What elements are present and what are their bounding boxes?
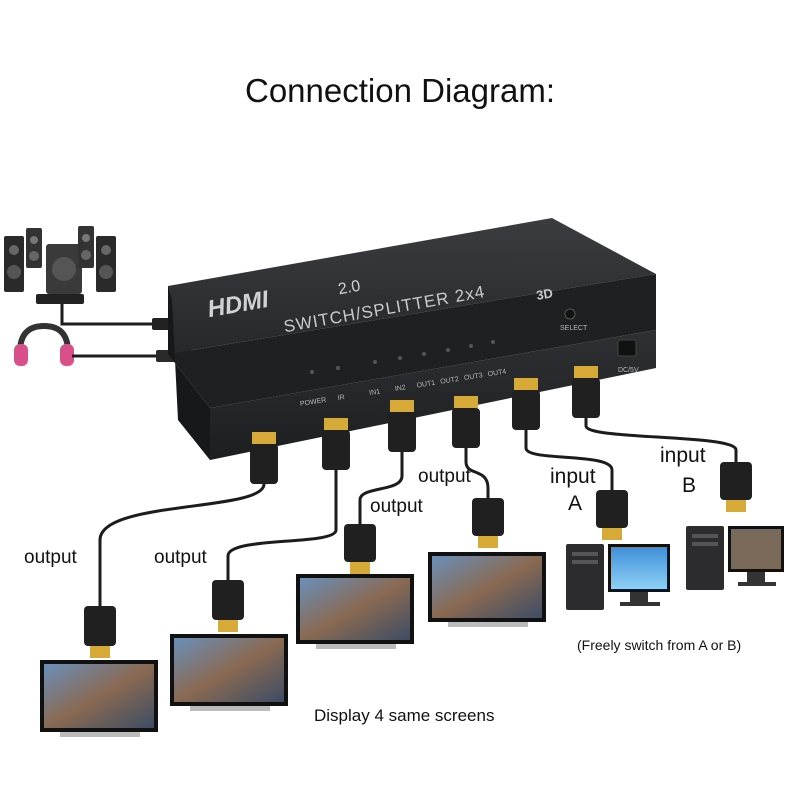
input-b-letter: B	[682, 474, 697, 497]
indicator-ir: IR	[337, 394, 345, 402]
device-version: 2.0	[337, 278, 362, 299]
hdmi-plug	[212, 580, 244, 632]
output-label-2: output	[154, 547, 207, 568]
tv-display-icon	[170, 634, 288, 711]
indicator-in1: IN1	[369, 388, 381, 397]
indicator-out3: OUT3	[464, 372, 484, 382]
hdmi-plug	[322, 418, 350, 470]
select-button[interactable]	[564, 308, 576, 320]
hdmi-plug	[344, 524, 376, 574]
hdmi-plug	[388, 400, 416, 452]
output-label-3: output	[370, 496, 423, 517]
dc-label: DC/5V	[618, 367, 639, 374]
tv-display-icon	[40, 660, 158, 737]
select-label: SELECT	[560, 325, 588, 332]
hdmi-plug	[452, 396, 480, 448]
headphones-icon	[14, 322, 74, 366]
hdmi-cables	[98, 418, 738, 606]
hdmi-plug	[250, 432, 278, 484]
hdmi-plug	[84, 606, 116, 658]
tv-display-icon	[296, 574, 414, 649]
pc-computer-icon	[566, 544, 670, 610]
input-a-letter: A	[568, 492, 583, 515]
hdmi-plug	[572, 366, 600, 418]
indicator-out2: OUT2	[440, 376, 460, 386]
output-label-1: output	[24, 547, 77, 568]
hdmi-plug	[596, 490, 628, 540]
indicator-out4: OUT4	[487, 368, 507, 378]
3d-badge: 3D	[535, 285, 554, 303]
indicator-in2: IN2	[394, 384, 406, 393]
output-label-4: output	[418, 466, 471, 487]
hdmi-plug	[720, 462, 752, 512]
speaker-system-icon	[4, 226, 116, 304]
input-a-label: input	[550, 465, 596, 488]
hdmi-plug	[512, 378, 540, 430]
input-b-label: input	[660, 444, 706, 467]
indicator-panel	[310, 340, 495, 374]
indicator-power: POWER	[300, 397, 327, 408]
hdmi-plug	[472, 498, 504, 548]
hdmi-switch-splitter-device	[168, 218, 656, 460]
dc-power-port[interactable]	[617, 339, 637, 357]
pc-computer-icon	[686, 526, 784, 590]
switch-note: (Freely switch from A or B)	[577, 637, 742, 653]
diagram-title: Connection Diagram:	[245, 72, 555, 109]
display-caption: Display 4 same screens	[314, 706, 495, 725]
indicator-out1: OUT1	[416, 380, 436, 390]
tv-display-icon	[428, 552, 546, 627]
